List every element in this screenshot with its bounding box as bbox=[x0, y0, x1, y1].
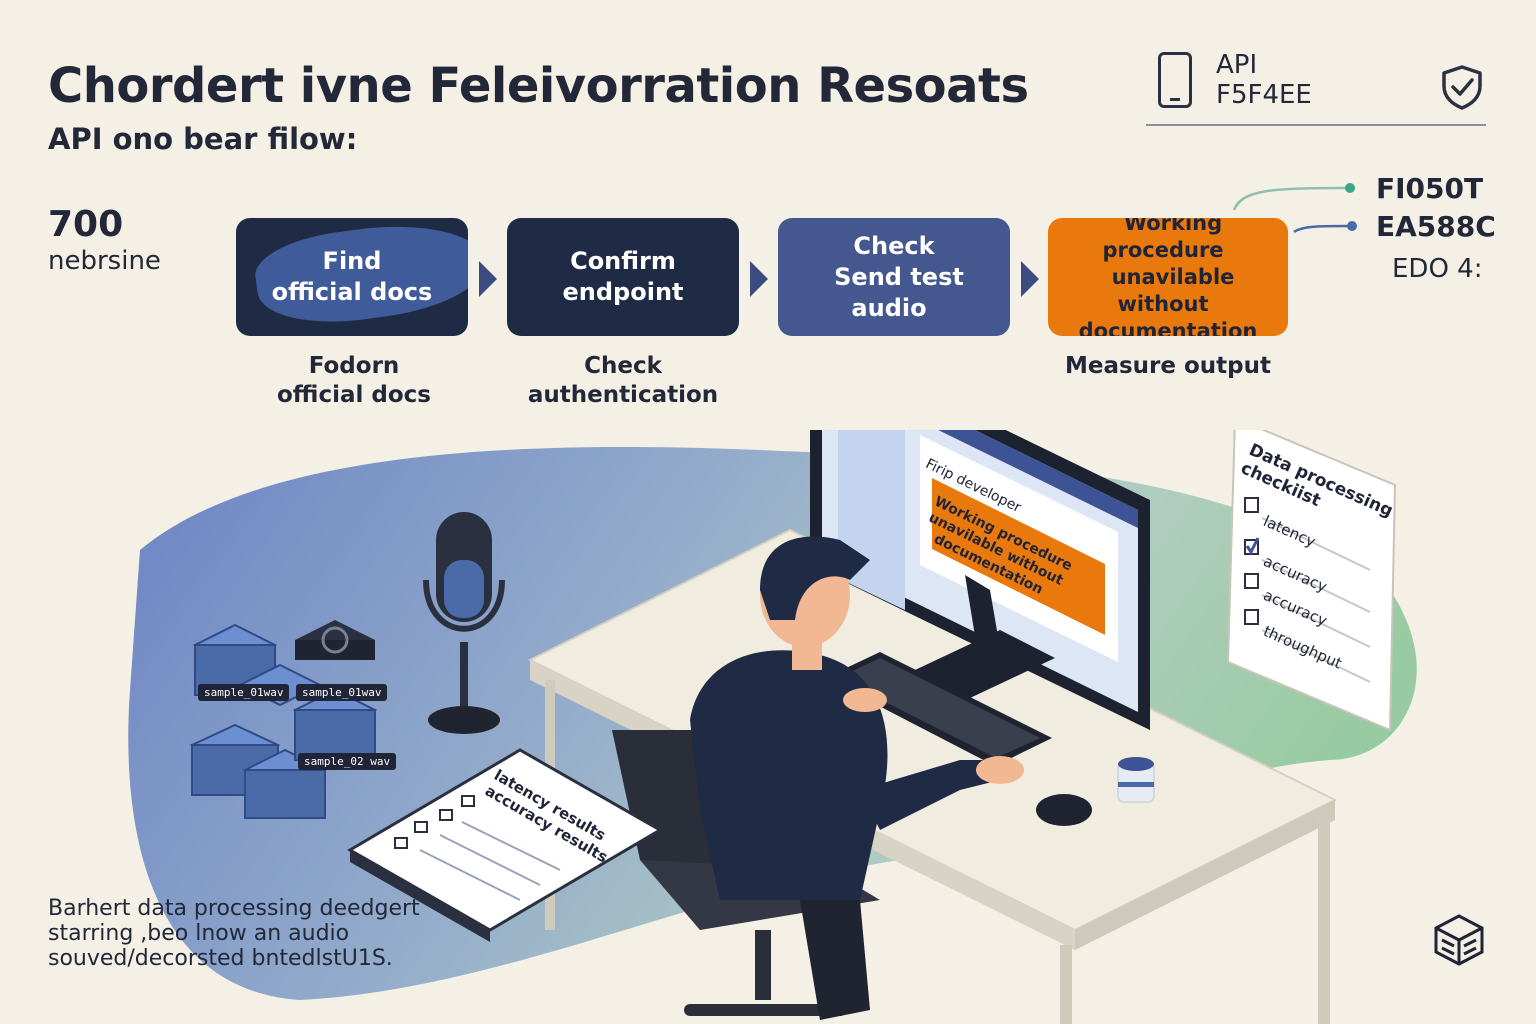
shield-check-icon bbox=[1442, 65, 1482, 110]
step4-line2: unavilable without bbox=[1111, 264, 1235, 316]
step2-caption: Check authentication bbox=[507, 352, 739, 410]
step2-line1: Confirm bbox=[570, 247, 676, 275]
stat-label: nebrsine bbox=[48, 246, 161, 276]
step3-line2: Send test audio bbox=[834, 262, 964, 322]
step1-caption-line1: Fodorn bbox=[308, 353, 400, 379]
step2-line2: endpoint bbox=[562, 278, 684, 306]
step4-line1: Working procedure bbox=[1102, 218, 1224, 262]
step4-line3: documentation bbox=[1078, 318, 1258, 337]
code-2: EA588C bbox=[1376, 210, 1496, 243]
file-tag-3[interactable]: sample_02 wav bbox=[298, 753, 397, 770]
caption-line1: Barhert data processing deedgert bbox=[48, 896, 420, 921]
connector-lines bbox=[1232, 183, 1357, 234]
step2-caption-line2: authentication bbox=[527, 382, 719, 408]
arrow-right-icon bbox=[479, 261, 497, 297]
caption-line3: souved/decorsted bntedlstU1S. bbox=[48, 946, 393, 971]
step-find-docs[interactable]: Find official docs bbox=[236, 218, 468, 336]
phone-icon bbox=[1158, 52, 1192, 108]
cube-logo-icon bbox=[1434, 914, 1484, 966]
badge-line2: F5F4EE bbox=[1216, 80, 1312, 110]
page-title: Chordert ivne Feleivorration Resoats bbox=[48, 58, 1029, 114]
step1-caption-line2: official docs bbox=[277, 382, 431, 408]
workspace-illustration bbox=[128, 430, 1417, 1024]
page-subtitle: API ono bear filow: bbox=[48, 122, 358, 156]
arrow-right-icon bbox=[1021, 261, 1039, 297]
file-tag-2[interactable]: sample_01wav bbox=[296, 684, 388, 701]
caption-line2: starring ,beo lnow an audio bbox=[48, 921, 350, 946]
step3-line1: Check bbox=[853, 231, 935, 260]
database-icon bbox=[1032, 770, 1033, 771]
code-1: FI050T bbox=[1376, 172, 1484, 205]
step-confirm-endpoint[interactable]: Confirm endpoint bbox=[507, 218, 739, 336]
step4-caption-line1: Measure output bbox=[1064, 353, 1272, 379]
code-3: EDO 4: bbox=[1392, 254, 1483, 284]
bottom-caption: Barhert data processing deedgert starrin… bbox=[48, 896, 420, 971]
stat-value: 700 bbox=[48, 204, 124, 245]
step1-caption: Fodorn official docs bbox=[236, 352, 472, 410]
step2-caption-line1: Check bbox=[584, 353, 662, 379]
badge-text: API F5F4EE bbox=[1216, 50, 1312, 110]
header-badge: API F5F4EE bbox=[1146, 46, 1486, 126]
arrow-right-icon bbox=[750, 261, 768, 297]
badge-line1: API bbox=[1216, 50, 1258, 80]
step1-line2: official docs bbox=[271, 278, 433, 306]
step1-line1: Find bbox=[322, 247, 382, 275]
step4-caption: Measure output bbox=[1048, 352, 1288, 381]
file-tag-1[interactable]: sample_01wav bbox=[198, 684, 290, 701]
